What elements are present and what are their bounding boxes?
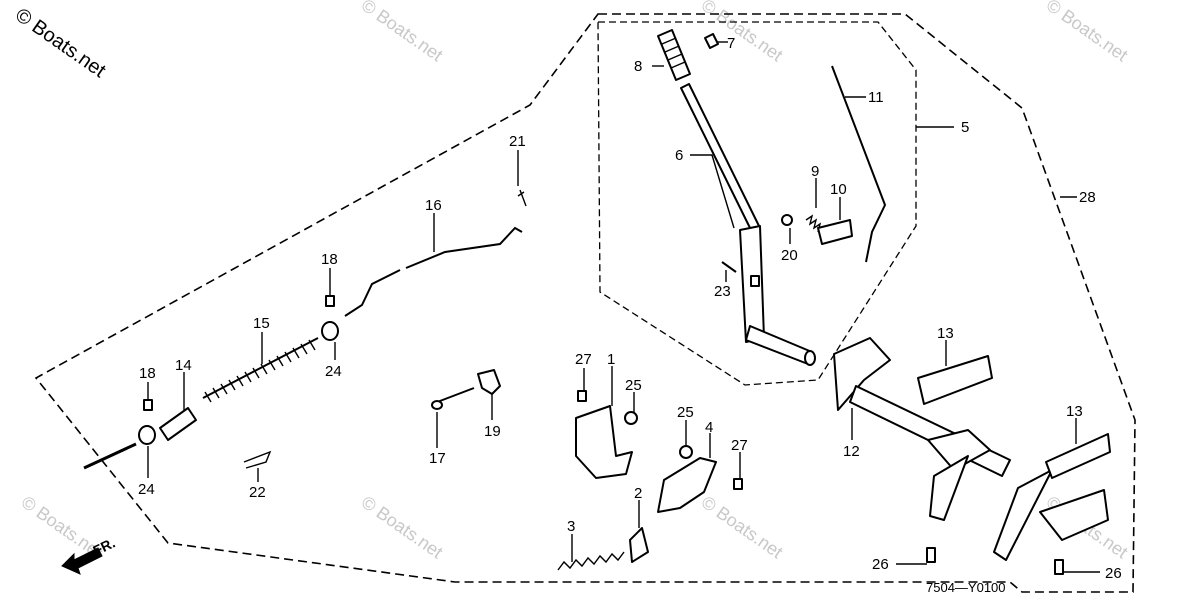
- callout-25-right: 25: [677, 404, 694, 421]
- faint-watermarks: © Boats.net © Boats.net © Boats.net © Bo…: [18, 0, 1132, 562]
- faint-watermark: © Boats.net: [698, 0, 787, 65]
- pin-part-23: [721, 261, 737, 273]
- spring-part-9: [805, 214, 822, 233]
- bolt-part-26-right: [1054, 559, 1064, 575]
- callout-1: 1: [607, 351, 615, 368]
- rod-part-11: [831, 65, 887, 263]
- diagram-code: 7504—Y0100: [926, 580, 1006, 595]
- sleeve-part-14: [159, 407, 197, 441]
- faint-watermark: © Boats.net: [358, 492, 447, 562]
- callout-13-upper: 13: [937, 325, 954, 342]
- callout-7: 7: [727, 35, 735, 52]
- callout-6: 6: [675, 147, 683, 164]
- bolt-part-18-upper: [325, 295, 335, 307]
- callout-14: 14: [175, 357, 192, 374]
- frame-leg-a: [929, 455, 969, 521]
- part-callouts: 8 7 6 11 5 28 9 10 20 23 21 16 18 15 24 …: [138, 35, 1122, 582]
- faint-watermark: © Boats.net: [698, 492, 787, 562]
- assembly-boundary-outer: [34, 13, 1136, 593]
- clip-part-22: [243, 450, 272, 469]
- callout-4: 4: [705, 419, 713, 436]
- callout-27-left: 27: [575, 351, 592, 368]
- lever-shaft: [745, 325, 813, 365]
- leader-6: [690, 154, 735, 229]
- callout-3: 3: [567, 518, 575, 535]
- frame-flange: [833, 337, 891, 411]
- bolt-part-27-left: [577, 390, 587, 402]
- callout-17: 17: [429, 450, 446, 467]
- frame-leg-b: [993, 469, 1053, 561]
- bracket-part-13-upper: [917, 355, 993, 405]
- callout-26-left: 26: [872, 556, 889, 573]
- collar-part-24-upper: [321, 321, 339, 341]
- grip-texture: [661, 37, 686, 69]
- nut-part-25-right: [679, 445, 693, 459]
- callout-18-upper: 18: [321, 251, 338, 268]
- spring-coils: [204, 339, 316, 403]
- callout-2: 2: [634, 485, 642, 502]
- lever-rod-part-6: [680, 83, 761, 233]
- spring-part-3: [557, 551, 625, 571]
- callout-10: 10: [830, 181, 847, 198]
- bracket-part-13-lower: [1045, 433, 1111, 479]
- callout-13-lower: 13: [1066, 403, 1083, 420]
- washer-part-20: [781, 214, 793, 226]
- frame-bracket-a: [927, 429, 991, 471]
- clip-part-19: [477, 369, 501, 395]
- callout-24-upper: 24: [325, 363, 342, 380]
- spring-axis: [202, 337, 319, 399]
- faint-watermark: © Boats.net: [1043, 0, 1132, 65]
- callout-15: 15: [253, 315, 270, 332]
- callout-18-lower: 18: [139, 365, 156, 382]
- callout-20: 20: [781, 247, 798, 264]
- assembly-boundary-inner: [597, 21, 917, 386]
- callout-22: 22: [249, 484, 266, 501]
- lever-nut: [750, 275, 760, 287]
- cable-end: [431, 400, 443, 410]
- frame-bracket-b: [1039, 489, 1109, 541]
- callout-26-right: 26: [1105, 565, 1122, 582]
- bolt-part-18-lower: [143, 399, 153, 411]
- front-arrow-icon: [61, 547, 103, 575]
- callout-8: 8: [634, 58, 642, 75]
- bolt-part-27-right: [733, 478, 743, 490]
- callout-25-left: 25: [625, 377, 642, 394]
- grip-part-8: [657, 29, 691, 81]
- clip-part-21: [517, 189, 527, 207]
- callout-11: 11: [868, 89, 884, 106]
- callout-16: 16: [425, 197, 442, 214]
- bracket-part-10: [817, 219, 853, 245]
- bracket-part-2: [629, 527, 649, 563]
- callout-19: 19: [484, 423, 501, 440]
- callout-24-lower: 24: [138, 481, 155, 498]
- lever-assembly: [657, 29, 816, 366]
- leader-lines: [147, 41, 1100, 573]
- rod-part-16: [344, 226, 523, 317]
- callout-28: 28: [1079, 189, 1096, 206]
- callout-27-right: 27: [731, 437, 748, 454]
- faint-watermark: © Boats.net: [358, 0, 447, 65]
- clip-part-7: [704, 33, 719, 49]
- callout-21: 21: [509, 133, 526, 150]
- collar-part-24-lower: [138, 425, 156, 445]
- callout-5: 5: [961, 119, 969, 136]
- callout-12: 12: [843, 443, 860, 460]
- callout-23: 23: [714, 283, 731, 300]
- lower-rod: [83, 442, 137, 470]
- nut-part-25-left: [624, 411, 638, 425]
- frame-part-12: [833, 337, 1109, 561]
- bolt-part-26-left: [926, 547, 936, 563]
- watermark-logo: © Boats.net: [11, 4, 110, 82]
- spring-part-15: [202, 337, 319, 403]
- shaft-end: [804, 350, 816, 366]
- bracket-part-1: [575, 405, 633, 479]
- bracket-part-4: [657, 457, 717, 513]
- callout-9: 9: [811, 163, 819, 180]
